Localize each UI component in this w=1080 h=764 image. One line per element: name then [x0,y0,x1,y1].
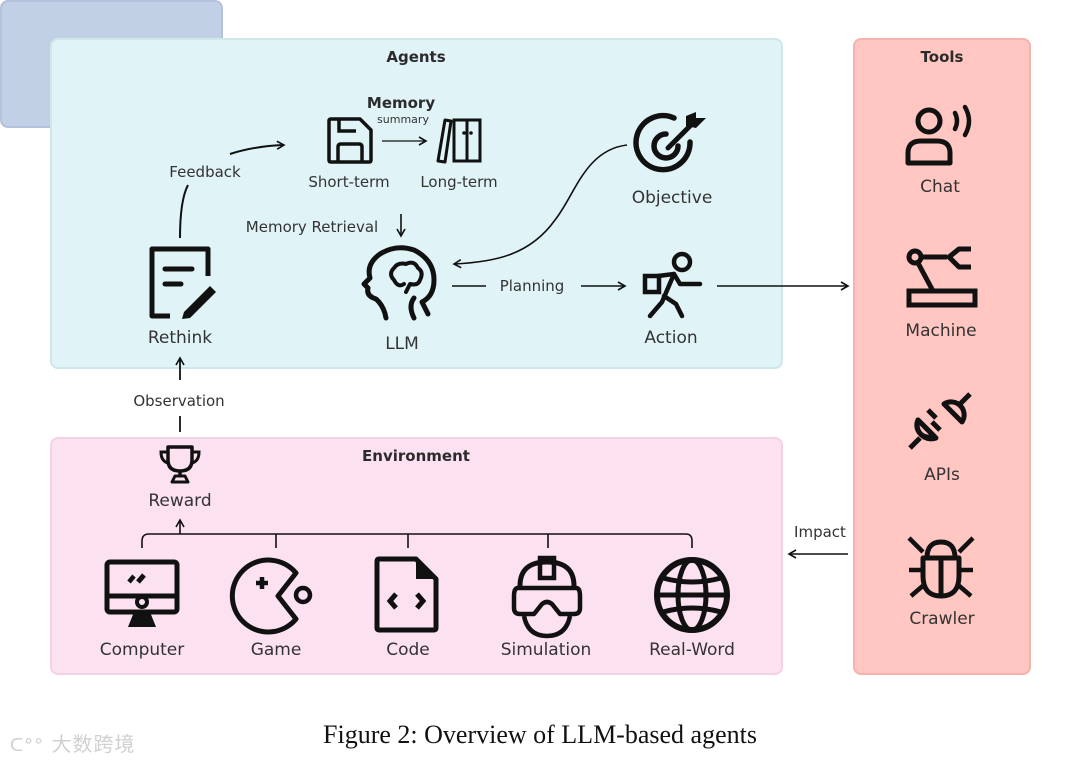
code-file-icon [374,556,440,634]
computer-icon [104,559,180,629]
globe-icon [653,556,731,634]
tool-crawler-label: Crawler [909,609,975,629]
brain-head-icon [356,244,446,324]
plug-icon [908,390,974,454]
env-item-computer-label: Computer [99,640,185,660]
tool-machine-label: Machine [905,321,977,341]
planning-label: Planning [499,277,565,295]
env-item-code-label: Code [386,640,430,660]
watermark-text: 大数跨境 [51,732,136,756]
reward-label: Reward [148,491,212,511]
llm-label: LLM [385,334,419,354]
long-term-label: Long-term [420,173,498,191]
tool-chat-label: Chat [920,177,960,197]
summary-label: summary [377,113,429,126]
tools-title: Tools [920,48,964,66]
books-icon [435,117,485,165]
feedback-label: Feedback [169,163,241,181]
runner-icon [640,250,706,320]
env-item-game-label: Game [250,640,302,660]
target-icon [633,112,708,180]
agents-panel [50,38,783,369]
impact-label: Impact [794,523,846,541]
objective-label: Objective [631,188,713,208]
watermark: ᑕ°° 大数跨境 [10,728,136,757]
env-item-simulation-label: Simulation [500,640,592,660]
bug-icon [907,534,975,600]
floppy-disk-icon [326,117,374,165]
vr-headset-icon [511,555,583,639]
agents-title: Agents [386,48,446,66]
watermark-logo-icon: ᑕ°° [10,735,45,756]
environment-panel [50,437,783,675]
env-item-real-word-label: Real-Word [649,640,735,660]
rethink-label: Rethink [147,328,213,348]
game-icon [229,557,318,635]
observation-label: Observation [133,392,225,410]
environment-title: Environment [362,447,470,465]
robot-arm-icon [905,246,978,309]
trophy-icon [158,444,202,484]
memory-retrieval-label: Memory Retrieval [245,218,379,236]
note-edit-icon [148,246,218,319]
chat-person-icon [905,103,977,166]
memory-title: Memory [366,94,436,112]
figure-caption: Figure 2: Overview of LLM-based agents [323,720,757,749]
tool-apis-label: APIs [924,465,960,485]
short-term-label: Short-term [308,173,390,191]
action-label: Action [644,328,698,348]
